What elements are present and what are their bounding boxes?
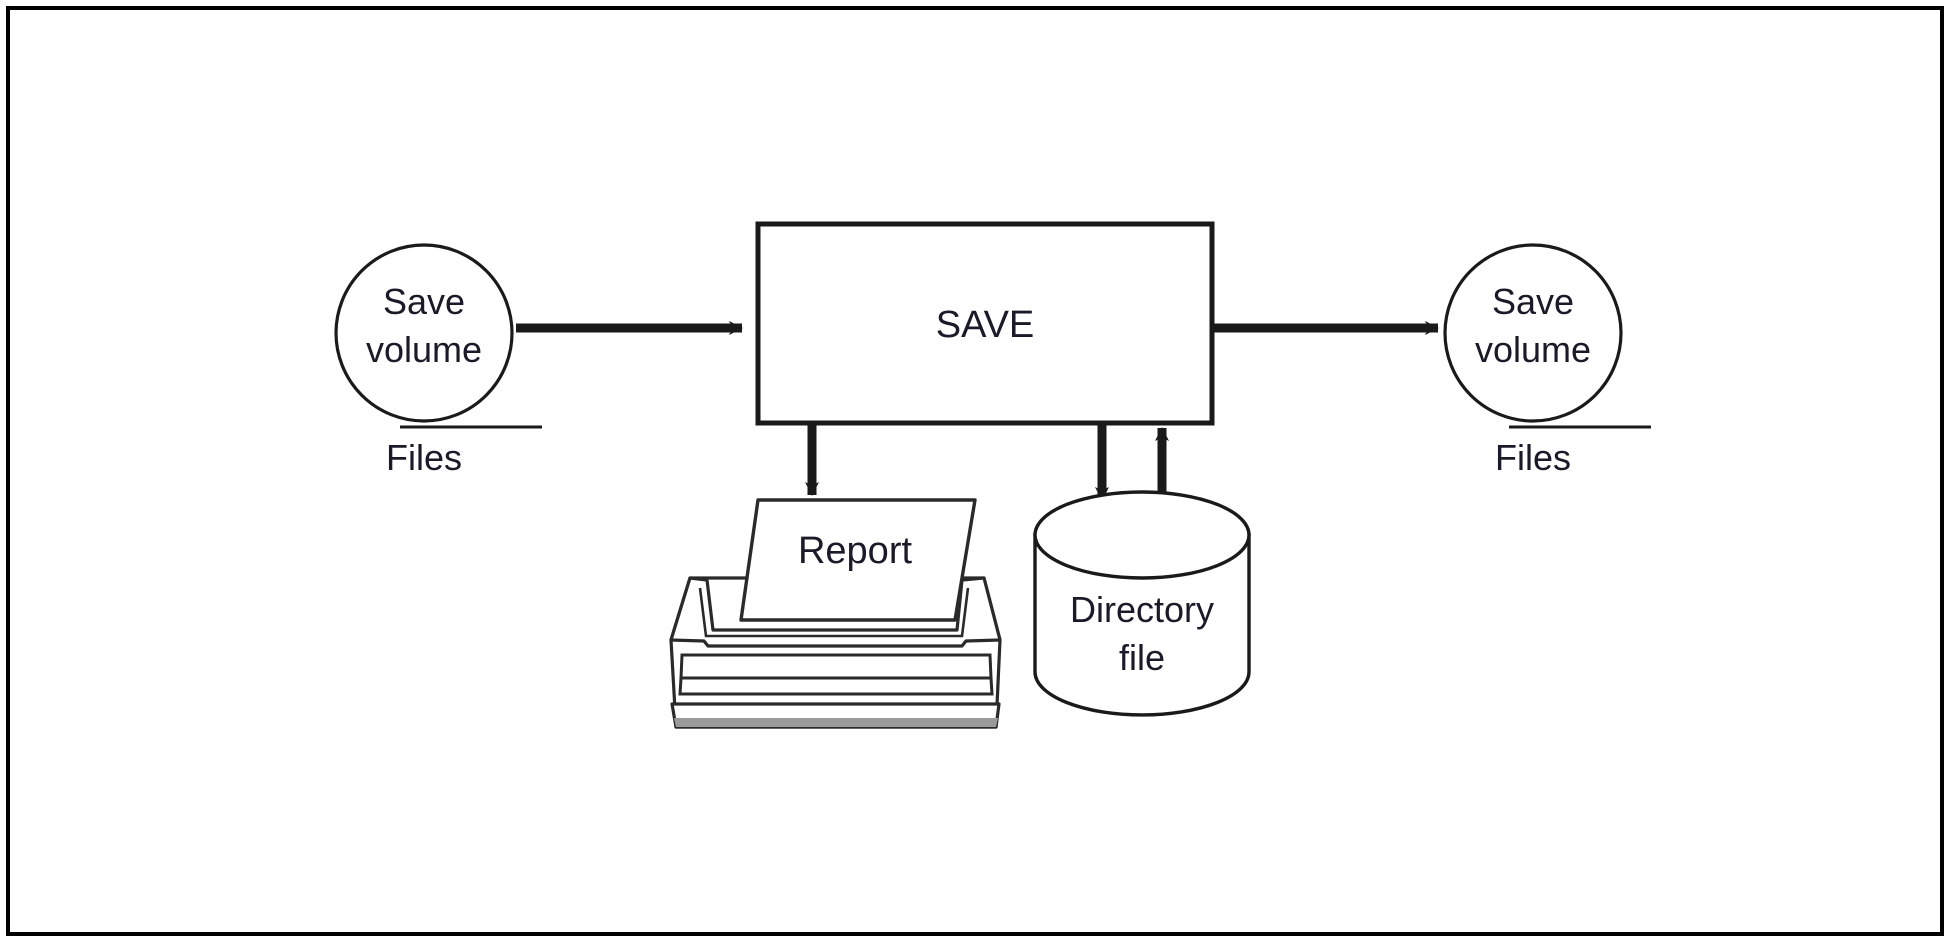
printer-tray-lip-icon (669, 576, 1002, 648)
tape-circle-icon (334, 243, 514, 423)
output-volume-caption: Files (1495, 437, 1571, 478)
tape-circle-icon (1443, 243, 1623, 423)
save-process-label: SAVE (936, 304, 1035, 346)
cylinder-body-icon (1033, 533, 1251, 717)
directory-label-line1: Directory (1070, 589, 1214, 630)
node-save-process[interactable]: SAVE (755, 221, 1215, 426)
printer-paper-icon (739, 498, 977, 622)
input-volume-label-line1: Save (383, 281, 465, 322)
node-output-save-volume[interactable]: Save volume Files (1443, 243, 1651, 478)
output-volume-label-line2: volume (1475, 329, 1591, 370)
directory-label-line2: file (1119, 637, 1165, 678)
output-volume-label-line1: Save (1492, 281, 1574, 322)
node-directory-file[interactable]: Directory file (1033, 490, 1251, 717)
printer-tray-inner-line-icon (698, 587, 970, 638)
printer-band-upper-icon (679, 653, 993, 680)
save-process-box (755, 221, 1215, 426)
report-label: Report (798, 530, 912, 572)
printer-band-lower-icon (678, 676, 994, 696)
input-volume-caption: Files (386, 437, 462, 478)
node-report-printer[interactable]: Report (669, 498, 1002, 729)
input-volume-label-line2: volume (366, 329, 482, 370)
printer-base-shadow-icon (674, 718, 998, 727)
cylinder-top-icon (1033, 490, 1251, 580)
figure-border (6, 6, 1944, 936)
node-input-save-volume[interactable]: Save volume Files (334, 243, 542, 478)
